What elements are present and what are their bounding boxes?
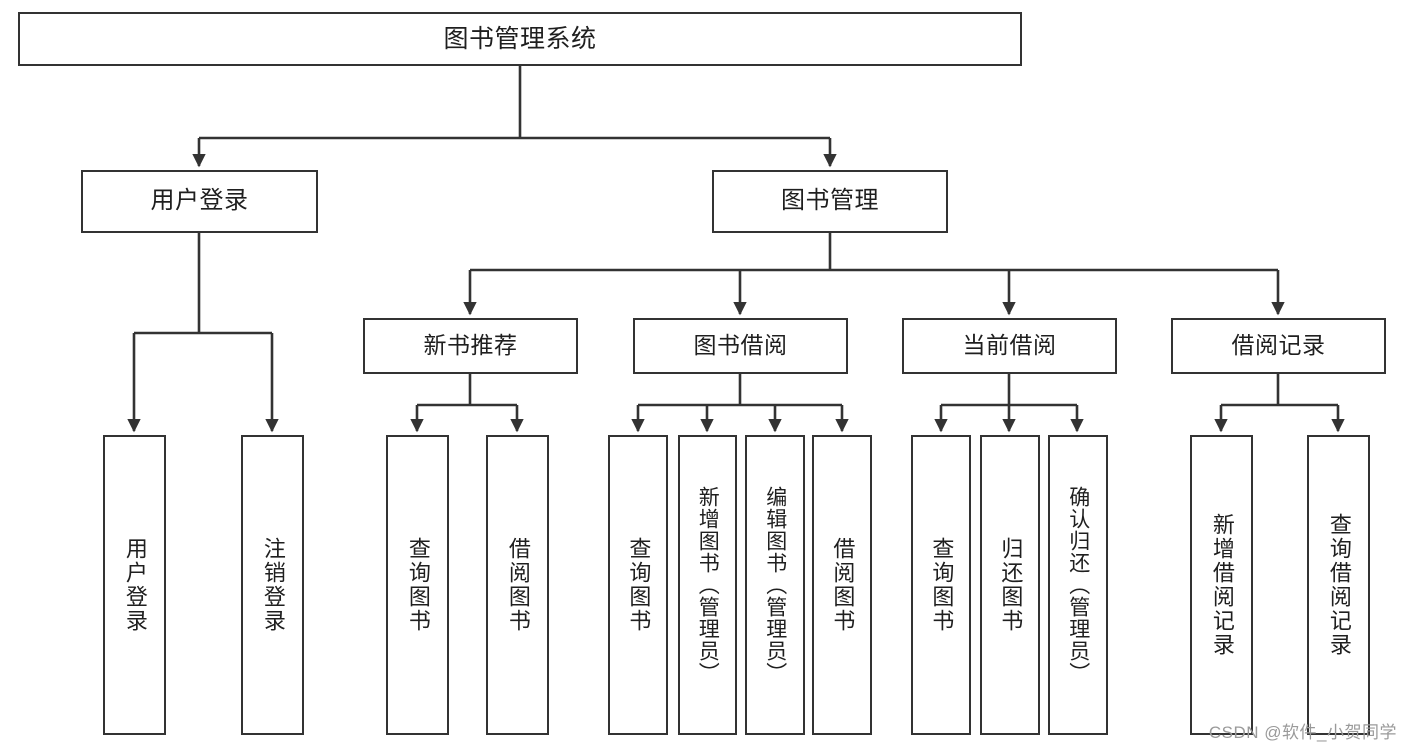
node-leaf-borrow-book-2[interactable]: 借阅图书	[812, 435, 872, 735]
node-root-label: 图书管理系统	[443, 25, 597, 53]
node-leaf-query-record[interactable]: 查询借阅记录	[1307, 435, 1370, 735]
node-leaf-add-record-label: 新增借阅记录	[1209, 513, 1235, 657]
node-user-login-label: 用户登录	[150, 187, 249, 215]
node-leaf-user-login[interactable]: 用户登录	[103, 435, 166, 735]
node-leaf-query-book-3[interactable]: 查询图书	[911, 435, 971, 735]
node-borrow-record-label: 借阅记录	[1231, 332, 1326, 359]
node-leaf-query-book-2-label: 查询图书	[626, 537, 652, 633]
node-leaf-return-book[interactable]: 归还图书	[980, 435, 1040, 735]
watermark: CSDN @软件_小贺同学	[1208, 723, 1397, 742]
node-leaf-query-book-1-label: 查询图书	[405, 537, 431, 633]
node-book-borrow[interactable]: 图书借阅	[633, 318, 848, 374]
node-book-borrow-label: 图书借阅	[693, 332, 788, 359]
node-new-book-recommend[interactable]: 新书推荐	[363, 318, 578, 374]
node-current-borrow-label: 当前借阅	[962, 332, 1057, 359]
node-book-management-label: 图书管理	[781, 187, 879, 215]
node-leaf-borrow-book-2-label: 借阅图书	[830, 537, 856, 633]
node-borrow-record[interactable]: 借阅记录	[1171, 318, 1386, 374]
node-leaf-borrow-book-1-label: 借阅图书	[505, 537, 531, 633]
node-user-login[interactable]: 用户登录	[81, 170, 318, 233]
node-leaf-query-book-2[interactable]: 查询图书	[608, 435, 668, 735]
node-leaf-user-logout-label: 注销登录	[260, 537, 286, 633]
node-leaf-edit-book[interactable]: 编辑图书（管理员）	[745, 435, 805, 735]
node-leaf-confirm-return[interactable]: 确认归还（管理员）	[1048, 435, 1108, 735]
node-leaf-return-book-label: 归还图书	[998, 537, 1024, 633]
node-root[interactable]: 图书管理系统	[18, 12, 1022, 66]
node-leaf-add-book[interactable]: 新增图书（管理员）	[678, 435, 737, 735]
node-leaf-confirm-return-label: 确认归还（管理员）	[1066, 486, 1090, 684]
node-leaf-query-book-3-label: 查询图书	[929, 537, 955, 633]
node-leaf-edit-book-label: 编辑图书（管理员）	[763, 486, 787, 684]
node-new-book-recommend-label: 新书推荐	[423, 332, 518, 359]
node-leaf-query-book-1[interactable]: 查询图书	[386, 435, 449, 735]
node-current-borrow[interactable]: 当前借阅	[902, 318, 1117, 374]
node-leaf-add-record[interactable]: 新增借阅记录	[1190, 435, 1253, 735]
node-leaf-user-logout[interactable]: 注销登录	[241, 435, 304, 735]
node-leaf-add-book-label: 新增图书（管理员）	[696, 486, 720, 684]
node-book-management[interactable]: 图书管理	[712, 170, 948, 233]
node-leaf-query-record-label: 查询借阅记录	[1326, 513, 1352, 657]
node-leaf-user-login-label: 用户登录	[122, 537, 148, 633]
node-leaf-borrow-book-1[interactable]: 借阅图书	[486, 435, 549, 735]
